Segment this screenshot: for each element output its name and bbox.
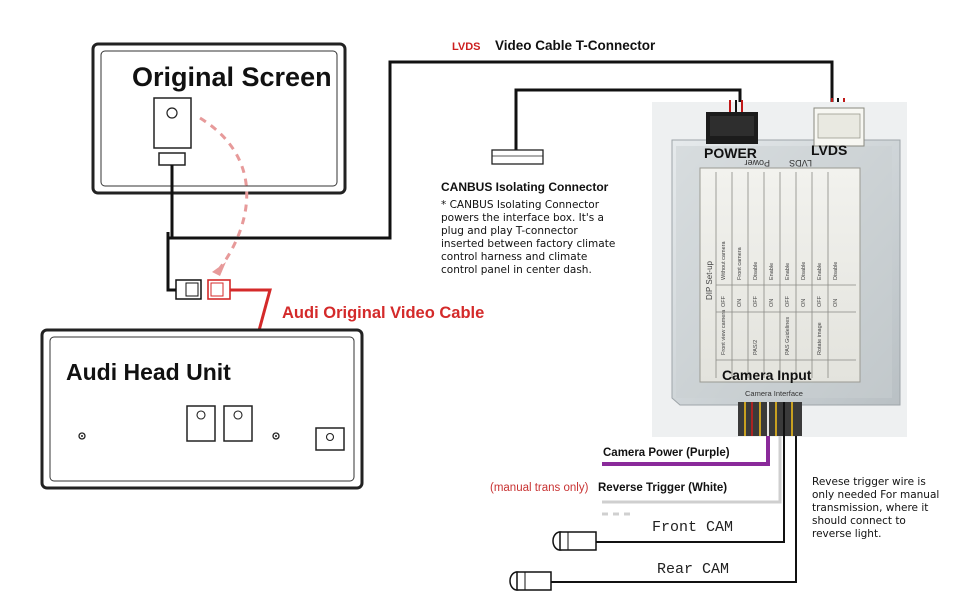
canbus-connector	[491, 149, 544, 165]
canbus-note: * CANBUS Isolating Connector powers the …	[441, 199, 616, 276]
dip-row-on: ON	[833, 299, 839, 307]
dip-row-on-val: Disable	[833, 262, 839, 280]
rear-cam-connector	[509, 571, 552, 591]
dip-setup-title: DIP Set-up	[705, 260, 714, 300]
t-connector-pair	[175, 279, 231, 300]
dip-row-label: PAS/2	[753, 340, 759, 355]
screen-port-hole	[166, 107, 178, 119]
dip-row-off-val: Enable	[817, 263, 823, 280]
audi-video-cable-label: Audi Original Video Cable	[282, 304, 484, 322]
camera-interface-box: DIP Set-up Front view camera OFF ON With…	[652, 100, 907, 437]
rear-cam-wire	[548, 436, 797, 583]
manual-trans-label: (manual trans only)	[490, 482, 589, 494]
camera-input-label: Camera Input	[722, 367, 812, 383]
lvds-cable	[166, 60, 834, 292]
head-unit-title: Audi Head Unit	[66, 359, 231, 385]
front-cam-wire	[596, 436, 785, 543]
reverse-trigger-label: Reverse Trigger (White)	[598, 482, 727, 494]
dip-row-on: ON	[801, 299, 807, 307]
reverse-trigger-note: Revese trigger wire is only needed For m…	[812, 476, 940, 540]
dip-row-label: PAS Guidelines	[785, 317, 791, 355]
dip-row-label: Front view camera	[721, 309, 727, 355]
dip-row-label: Rotate image	[817, 322, 823, 355]
screen-port	[153, 97, 192, 149]
lvds-tag: LVDS	[452, 41, 481, 53]
camera-interface-label: Camera Interface	[745, 389, 803, 398]
dip-row-off: OFF	[753, 295, 759, 307]
dip-row-on: ON	[769, 299, 775, 307]
original-screen: Original Screen	[91, 42, 347, 195]
dashed-arrow-head	[212, 262, 226, 276]
dip-row-on-val: Front camera	[737, 246, 743, 280]
dip-row-on-val: Disable	[801, 262, 807, 280]
audi-head-unit: Audi Head Unit	[40, 328, 364, 490]
dip-row-off-val: Disable	[753, 262, 759, 280]
original-screen-title: Original Screen	[132, 62, 332, 92]
screen-connector	[158, 152, 186, 166]
dip-row-off-val: Enable	[785, 263, 791, 280]
canbus-title: CANBUS Isolating Connector	[441, 180, 609, 194]
front-cam-label: Front CAM	[652, 519, 733, 536]
lvds-box-connector	[813, 107, 865, 147]
dip-row-off: OFF	[817, 295, 823, 307]
dip-row-on: ON	[737, 299, 743, 307]
front-cam-connector	[552, 531, 597, 551]
rear-cam-label: Rear CAM	[657, 561, 729, 578]
dip-row-off: OFF	[721, 295, 727, 307]
dashed-arrow	[199, 116, 249, 269]
camera-power-wire	[602, 436, 770, 466]
box-lvds-mirror: LVDS	[789, 158, 812, 168]
dip-row-on-val: Enable	[769, 263, 775, 280]
power-label: POWER	[704, 145, 757, 161]
cable-bundle	[738, 402, 802, 436]
box-power-mirror: Power	[744, 158, 770, 168]
camera-power-label: Camera Power (Purple)	[603, 447, 730, 459]
dip-row-off: OFF	[785, 295, 791, 307]
canbus-cable	[514, 88, 742, 152]
power-connector	[706, 100, 758, 144]
t-connector-label: Video Cable T-Connector	[495, 38, 656, 53]
dip-row-off-val: Without camera	[721, 241, 727, 280]
reverse-trigger-wire	[602, 436, 782, 516]
lvds-label: LVDS	[811, 142, 847, 158]
dip-label: DIP Set-up Front view camera OFF ON With…	[699, 158, 861, 398]
